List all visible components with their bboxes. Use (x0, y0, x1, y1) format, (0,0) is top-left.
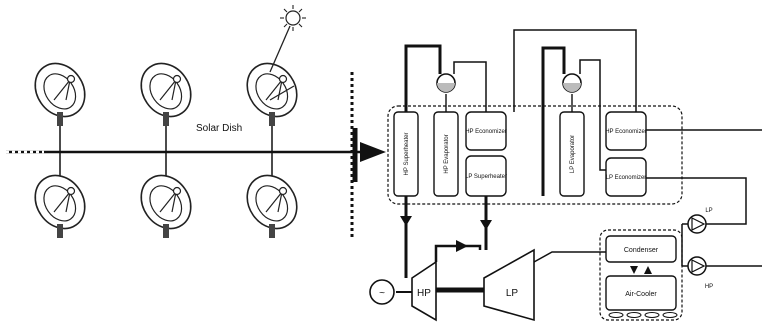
pumps: LP HP (687, 208, 713, 290)
condenser-label: Condenser (624, 247, 659, 254)
fan-icons (608, 312, 678, 318)
solar-dish-1 (24, 53, 96, 127)
lp-superheater-label: LP Superheater (465, 174, 507, 180)
generator-icon (369, 279, 395, 305)
lp-evaporator-label: LP Evaporator (570, 135, 576, 173)
lp-economizer-label: LP Economizer (606, 175, 647, 181)
hp-turbine-label: HP (417, 288, 431, 299)
hp-economizer-2-label: HP Economizer (605, 129, 647, 135)
solar-dish-5 (130, 165, 202, 239)
solar-dish-6 (236, 165, 308, 239)
solar-field: Solar Dish (6, 5, 386, 239)
hp-steam-drum-icon (436, 73, 456, 112)
hp-pump-icon (687, 256, 707, 276)
solar-dish-3 (236, 53, 308, 127)
hrsg-outline (387, 105, 683, 205)
hp-evaporator-label: HP Evaporator (444, 134, 450, 173)
lp-turbine-label: LP (506, 288, 519, 299)
lp-turbine (483, 248, 535, 322)
lp-steam-down-arrow-icon (480, 220, 492, 230)
lp-economizer-box (605, 157, 647, 197)
lp-steam-drum-icon (562, 73, 582, 112)
generator-symbol: ~ (379, 288, 385, 299)
hp-turbine (411, 260, 437, 322)
thermal-energy-arrow-icon (360, 142, 386, 162)
lp-pump-icon (687, 214, 707, 234)
heat-recovery-unit: HP Superheater HP Evaporator HP Economiz… (387, 29, 762, 293)
hp-economizer-2-box (605, 111, 647, 151)
hp-superheater-label: HP Superheater (404, 133, 410, 176)
air-cooler-box (605, 275, 677, 311)
hp-economizer-1-label: HP Economizer (465, 129, 507, 135)
cool-up-arrow-icon (644, 266, 652, 274)
sun-icon (269, 5, 306, 101)
turbine-train: ~ HP LP (369, 248, 535, 322)
cooling-outline (599, 229, 683, 321)
cooling-unit: Condenser Air-Cooler (599, 229, 683, 321)
solar-dish-label: Solar Dish (196, 123, 242, 134)
hp-steam-down-arrow-icon (400, 216, 412, 226)
cool-down-arrow-icon (630, 266, 638, 274)
air-cooler-label: Air-Cooler (625, 291, 657, 298)
hp-pump-label: HP (705, 284, 713, 290)
solar-dish-4 (24, 165, 96, 239)
lp-pump-label: LP (705, 208, 712, 214)
reheat-arrow-icon (456, 240, 468, 252)
condenser-box (605, 235, 677, 263)
solar-dish-2 (130, 53, 202, 127)
